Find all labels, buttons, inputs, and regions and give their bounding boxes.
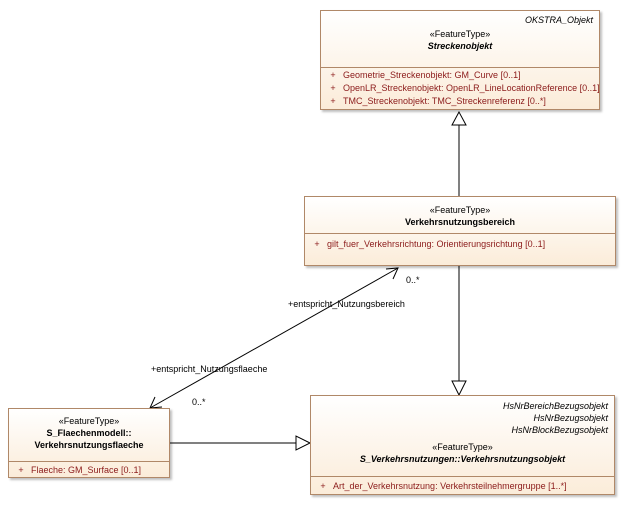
- association-role-flaeche: +entspricht_Nutzungsflaeche: [151, 364, 268, 374]
- attribute-row: +gilt_fuer_Verkehrsrichtung: Orientierun…: [314, 239, 546, 249]
- stereotype-label: «FeatureType»: [432, 442, 493, 452]
- stereotype-label: «FeatureType»: [429, 205, 491, 215]
- class-tag: HsNrBezugsobjekt: [533, 413, 608, 423]
- class-verkehrsnutzungsbereich[interactable]: «FeatureType» Verkehrsnutzungsbereich +g…: [304, 196, 616, 266]
- class-name: Verkehrsnutzungsbereich: [404, 217, 516, 227]
- class-name: S_Verkehrsnutzungen::Verkehrsnutzungsobj…: [359, 454, 566, 464]
- class-verkehrsnutzungsflaeche[interactable]: «FeatureType» S_Flaechenmodell:: Verkehr…: [8, 408, 170, 478]
- attribute-separator: [305, 233, 615, 234]
- generalization-arrowhead-nutzungsobjekt: [451, 380, 467, 397]
- class-tag: OKSTRA_Objekt: [524, 15, 593, 25]
- stereotype-label: «FeatureType»: [58, 416, 120, 426]
- generalization-arrowhead-flaeche: [295, 435, 312, 451]
- attribute-row: +Art_der_Verkehrsnutzung: Verkehrsteilne…: [320, 481, 567, 491]
- attribute-row: +Geometrie_Streckenobjekt: GM_Curve [0..…: [330, 70, 521, 80]
- class-name-package: S_Flaechenmodell::: [46, 428, 132, 438]
- class-tag: HsNrBereichBezugsobjekt: [502, 401, 608, 411]
- generalization-arrowhead-streckenobjekt: [451, 110, 467, 126]
- class-name: Verkehrsnutzungsflaeche: [34, 440, 144, 450]
- stereotype-label: «FeatureType»: [429, 29, 491, 39]
- attribute-separator: [9, 461, 169, 462]
- attribute-row: +OpenLR_Streckenobjekt: OpenLR_LineLocat…: [330, 83, 600, 93]
- class-streckenobjekt[interactable]: OKSTRA_Objekt «FeatureType» Streckenobje…: [320, 10, 600, 110]
- attribute-row: +TMC_Streckenobjekt: TMC_Streckenreferen…: [330, 96, 546, 106]
- class-tag: HsNrBlockBezugsobjekt: [511, 425, 608, 435]
- class-name: Streckenobjekt: [427, 41, 493, 51]
- attribute-row: +Flaeche: GM_Surface [0..1]: [18, 465, 142, 475]
- association-multiplicity-flaeche: 0..*: [192, 397, 206, 407]
- class-verkehrsnutzungsobjekt[interactable]: HsNrBereichBezugsobjekt HsNrBezugsobjekt…: [310, 395, 615, 495]
- association-role-bereich: +entspricht_Nutzungsbereich: [288, 299, 405, 309]
- attribute-separator: [311, 476, 614, 477]
- attribute-separator: [321, 67, 599, 68]
- association-multiplicity-bereich: 0..*: [406, 275, 420, 285]
- association-arrowhead-bereich: [385, 267, 399, 280]
- association-line: [149, 267, 399, 409]
